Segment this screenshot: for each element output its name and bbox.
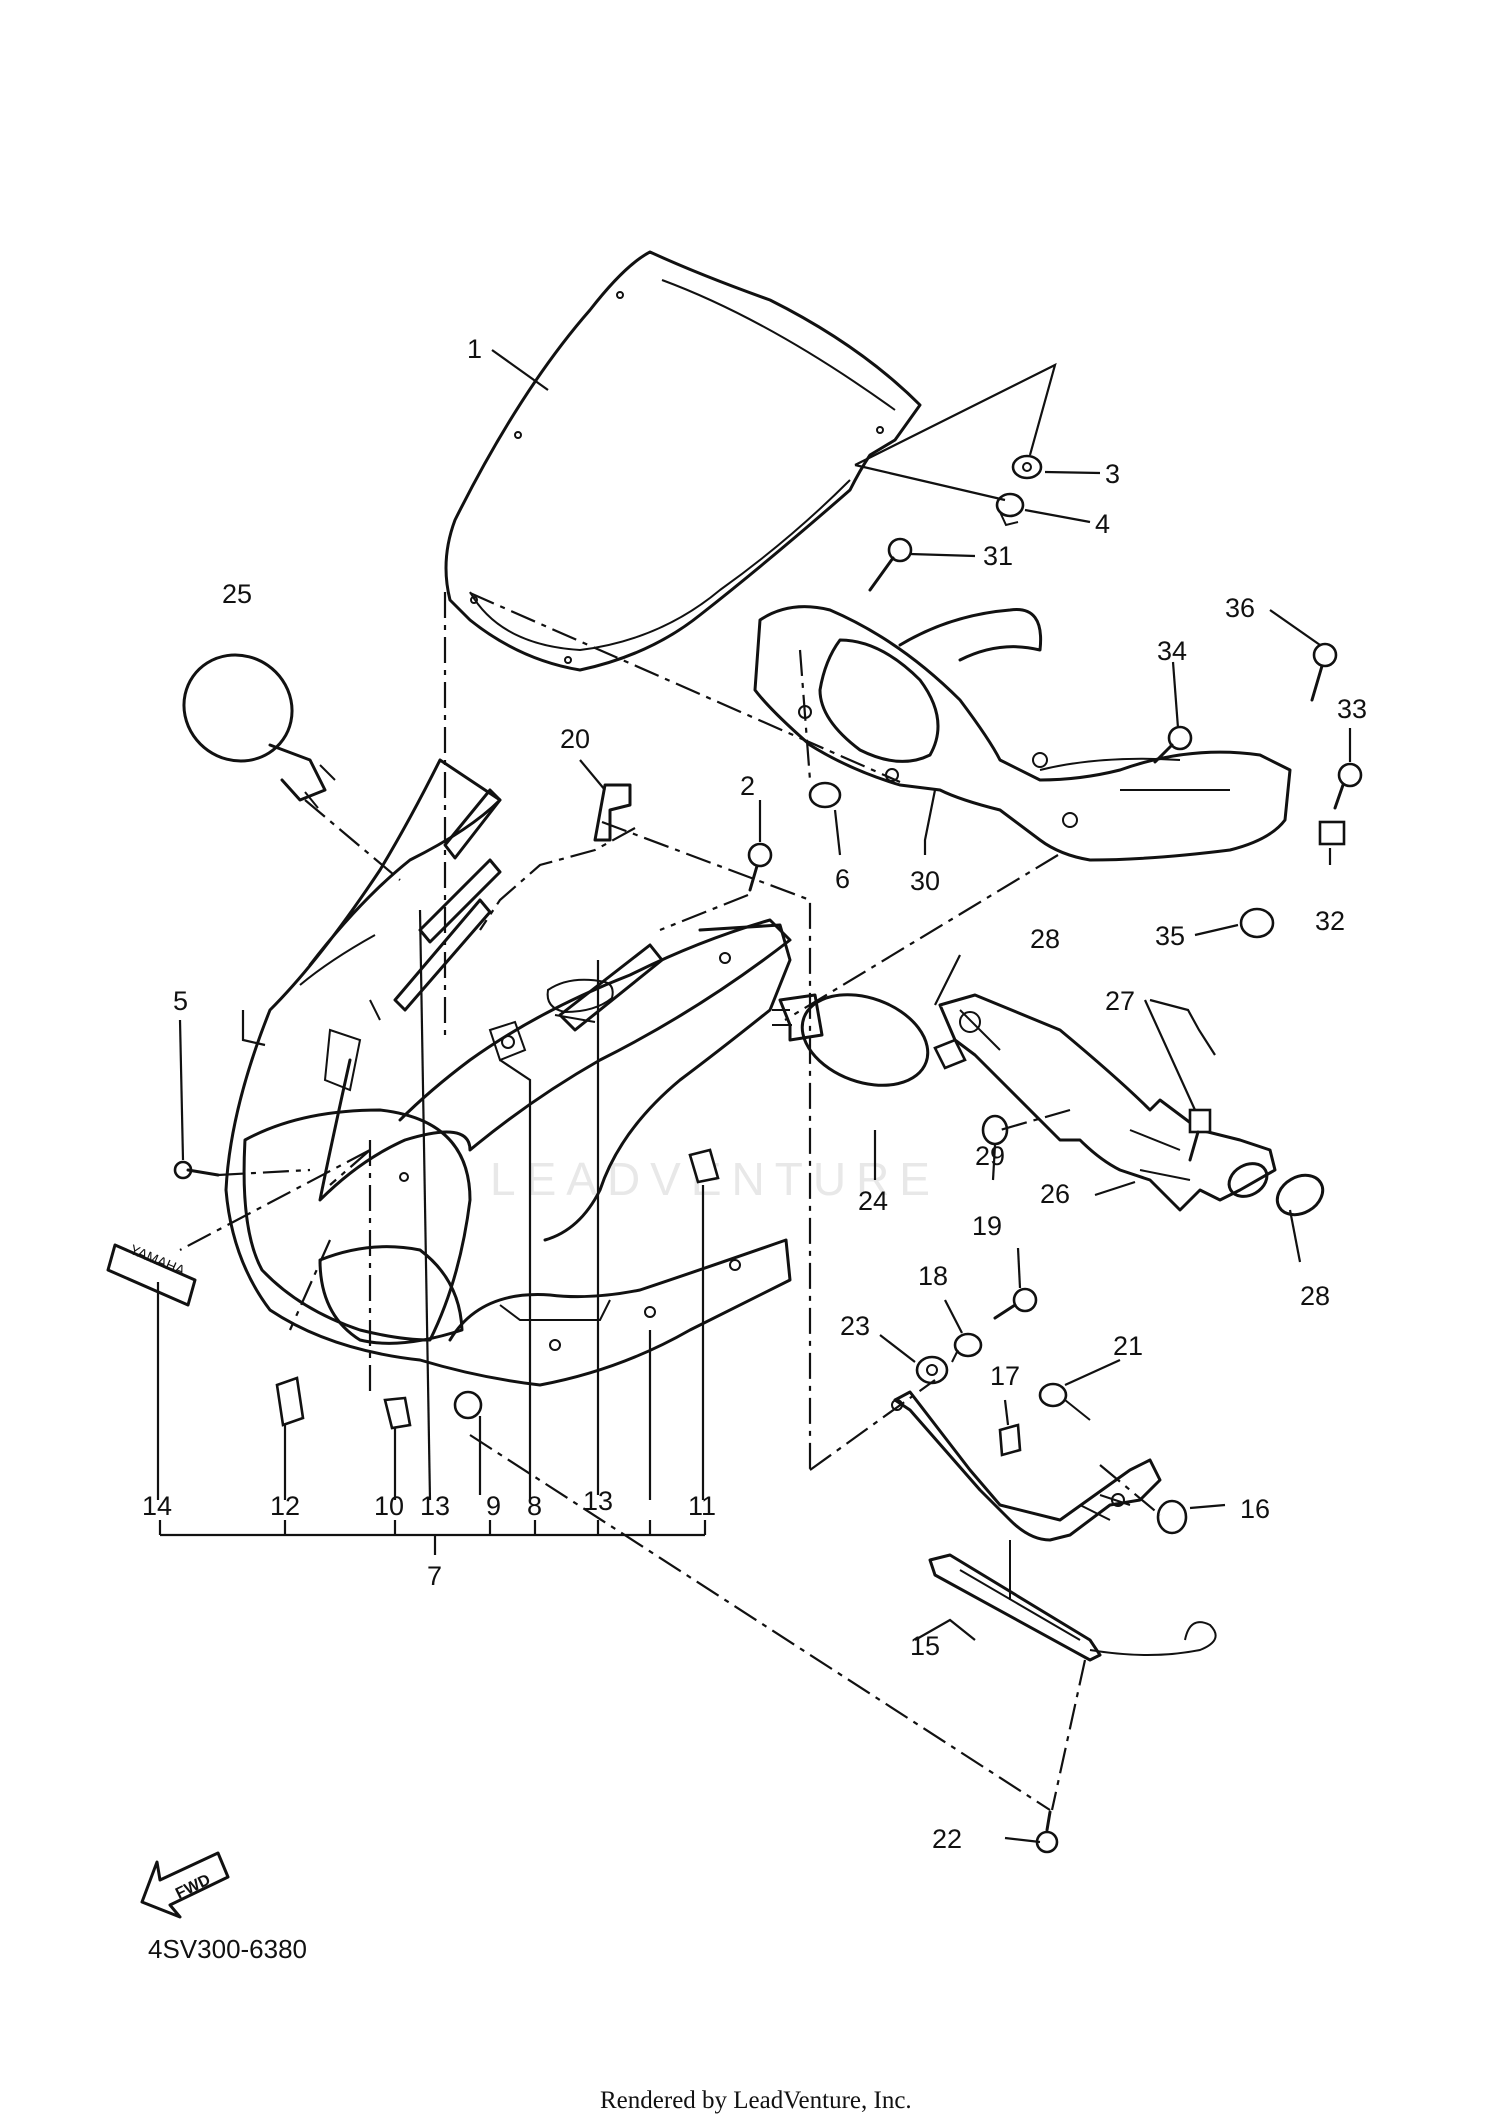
callout-32: 32 [1315,906,1345,936]
callout-27: 27 [1105,986,1135,1016]
callout-14: 14 [142,1491,172,1521]
assembly-lines [179,362,1161,1811]
callout-34: 34 [1157,636,1187,666]
leader-lines [156,349,1352,1844]
footer-credit: Rendered by LeadVenture, Inc. [600,2087,912,2114]
callout-10: 10 [374,1491,404,1521]
callout-15: 15 [910,1631,940,1661]
callout-30: 30 [910,866,940,896]
callout-17: 17 [990,1361,1020,1391]
callout-20: 20 [560,724,590,754]
fwd-arrow: FWD [140,1851,230,1919]
callout-13-right: 13 [583,1486,613,1516]
callout-4: 4 [1095,509,1110,539]
callout-1: 1 [467,334,482,364]
callout-22: 22 [932,1824,962,1854]
callout-labels: 1 2 3 4 5 6 7 8 9 10 11 12 13 13 14 15 1… [142,334,1367,1854]
callout-3: 3 [1105,459,1120,489]
callout-16: 16 [1240,1494,1270,1524]
callout-28-bottom: 28 [1300,1281,1330,1311]
callout-35: 35 [1155,921,1185,951]
callout-12: 12 [270,1491,300,1521]
callout-19: 19 [972,1211,1002,1241]
callout-9: 9 [486,1491,501,1521]
callout-7: 7 [427,1561,442,1591]
callout-11: 11 [688,1491,716,1521]
callout-6: 6 [835,864,850,894]
callout-33: 33 [1337,694,1367,724]
callout-18: 18 [918,1261,948,1291]
callout-28-top: 28 [1030,924,1060,954]
cowling-drawing [224,758,792,1387]
callout-31: 31 [983,541,1013,571]
callout-24: 24 [858,1186,888,1216]
callout-5: 5 [173,986,188,1016]
hardware-items [173,454,1363,1854]
windscreen-drawing [444,250,922,672]
yamaha-emblem: YAMAHA [106,1241,197,1307]
fwd-label: FWD [173,1871,213,1902]
mirror-right-drawing [772,993,930,1087]
callout-36: 36 [1225,593,1255,623]
callout-26: 26 [1040,1179,1070,1209]
callout-23: 23 [840,1311,870,1341]
callout-8: 8 [527,1491,542,1521]
callout-2: 2 [740,771,755,801]
callout-29: 29 [975,1141,1005,1171]
callout-25: 25 [222,579,252,609]
diagram-code: 4SV300-6380 [148,1934,307,1964]
callout-21: 21 [1113,1331,1143,1361]
headlight-stay-drawing [938,993,1325,1217]
lower-bracket-drawing [891,1390,1217,1662]
callout-13-left: 13 [420,1491,450,1521]
mirror-left-drawing [182,653,336,809]
emblem-text: YAMAHA [128,1241,188,1279]
